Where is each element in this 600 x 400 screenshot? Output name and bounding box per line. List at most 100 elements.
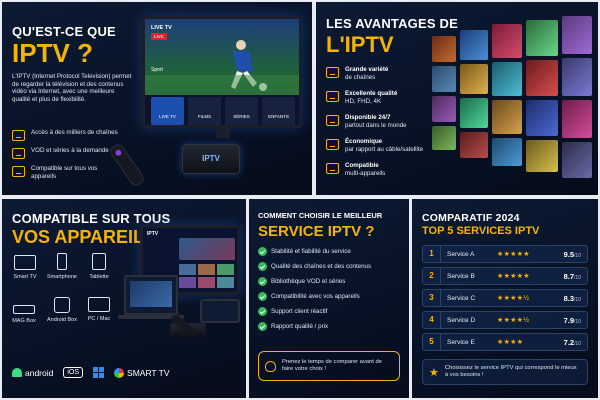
ios-logo: iOS: [63, 367, 84, 378]
checklist: Stabilité et fiabilité du service Qualit…: [258, 247, 371, 331]
panel-how-to-choose: COMMENT CHOISIR LE MEILLEUR SERVICE IPTV…: [249, 199, 409, 398]
ranking-row: 1 Service A ★★★★★ 9.5/10: [422, 245, 588, 263]
multi-device-icon: [326, 163, 339, 174]
panel3-tv-header: IPTV: [147, 231, 159, 237]
menu-films[interactable]: FILMS: [188, 97, 221, 125]
check-icon: [258, 262, 267, 271]
panel-what-is-iptv: QU'EST-CE QUE IPTV ? L'IPTV (Internet Pr…: [2, 2, 312, 195]
check-icon: [258, 307, 267, 316]
sport-label: Sport: [151, 67, 163, 73]
panel5-title-line2: TOP 5 SERVICES IPTV: [422, 225, 540, 237]
poster-wall: [428, 14, 594, 186]
poster-tile: [526, 140, 558, 172]
lightbulb-icon: [265, 360, 276, 372]
panel3-tablet: [200, 299, 240, 323]
panel1-description: L'IPTV (Internet Protocol Television) pe…: [12, 73, 132, 103]
panel-compatible-devices: COMPATIBLE SUR TOUS VOS APPAREILS Smart …: [2, 199, 246, 398]
panel3-laptop: [124, 275, 178, 315]
footer-box: ★ Choisissez le service IPTV qui corresp…: [422, 359, 588, 385]
menu-live-tv[interactable]: LIVE TV: [151, 97, 184, 125]
android-logo: android: [12, 368, 53, 378]
tablet-icon: [92, 253, 106, 270]
device-smart-tv: Smart TV: [10, 255, 40, 280]
play-icon: [12, 148, 25, 159]
windows-logo-icon: [93, 367, 105, 378]
remote-button-icon: [114, 148, 123, 157]
laptop-base: [118, 315, 184, 319]
star-rating-icon: ★★★★½: [497, 295, 530, 302]
check-icon: [258, 247, 267, 256]
iptv-box: IPTV: [182, 144, 240, 174]
check-item: Support client réactif: [258, 307, 371, 316]
panel3-tv-hero: [179, 238, 235, 260]
panel3-title-line2: VOS APPAREILS: [12, 227, 157, 247]
poster-tile: [562, 100, 592, 138]
poster-tile: [460, 64, 488, 94]
tv-menu: LIVE TV FILMS SÉRIES ENFANTS: [151, 97, 295, 125]
panel-top5-comparison: COMPARATIF 2024 TOP 5 SERVICES IPTV 1 Se…: [412, 199, 598, 398]
clock-icon: [326, 115, 339, 126]
panel1-feature-channels: Accès à des milliers de chaînes: [12, 129, 136, 141]
money-icon: [326, 139, 339, 150]
panel2-title-line1: LES AVANTAGES DE: [326, 16, 459, 31]
poster-tile: [460, 98, 488, 128]
device-pc-mac: PC / Mac: [84, 297, 114, 322]
star-rating-icon: ★★★★½: [497, 317, 530, 324]
device-tablet: Tablette: [84, 253, 114, 280]
smart-tv-logo: SMART TV: [114, 367, 170, 378]
check-item: Bibliothèque VOD et séries: [258, 277, 371, 286]
tv-icon: [12, 130, 25, 141]
poster-tile: [562, 142, 592, 178]
football-player-icon: [145, 40, 299, 95]
tv-stand: [216, 128, 230, 138]
tv-screen: LIVE TV LIVE Sport LIVE TV FILMS SÉRIES …: [142, 16, 302, 128]
check-icon: [258, 292, 267, 301]
poster-tile: [492, 100, 522, 134]
smart-tv-color-icon: [114, 367, 125, 378]
panel3-tv-grid: [179, 264, 235, 288]
poster-tile: [432, 66, 456, 92]
ranking-row: 4 Service D ★★★★½ 7.9/10: [422, 311, 588, 329]
ranking-row: 2 Service B ★★★★★ 8.7/10: [422, 267, 588, 285]
poster-tile: [432, 36, 456, 62]
menu-enfants[interactable]: ENFANTS: [262, 97, 295, 125]
panel4-title-line1: COMMENT CHOISIR LE MEILLEUR: [258, 211, 383, 220]
star-icon: ★: [429, 366, 439, 379]
panel5-title-line1: COMPARATIF 2024: [422, 212, 520, 224]
device-mag-box: MAG Box: [8, 297, 40, 324]
check-item: Stabilité et fiabilité du service: [258, 247, 371, 256]
poster-tile: [562, 16, 592, 54]
poster-tile: [492, 24, 522, 58]
panel4-title-line2: SERVICE IPTV ?: [258, 223, 375, 240]
ranking-row: 3 Service C ★★★★½ 8.3/10: [422, 289, 588, 307]
ranking-row: 5 Service E ★★★★ 7.2/10: [422, 333, 588, 351]
check-item: Compatibilité avec vos appareils: [258, 292, 371, 301]
check-icon: [258, 277, 267, 286]
smartphone-icon: [57, 253, 67, 270]
smart-tv-icon: [14, 255, 36, 270]
android-robot-icon: [12, 368, 22, 377]
panel3-title-line1: COMPATIBLE SUR TOUS: [12, 211, 171, 226]
poster-tile: [562, 58, 592, 96]
android-box-icon: [54, 297, 70, 313]
tip-box: Prenez le temps de comparer avant de fai…: [258, 351, 400, 381]
panel1-feature-devices: Compatible sur tous vos appareils: [12, 165, 101, 180]
star-rating-icon: ★★★★★: [497, 251, 530, 258]
panel1-feature-vod: VOD et séries à la demande: [12, 147, 136, 159]
star-rating-icon: ★★★★: [497, 339, 524, 346]
poster-tile: [460, 132, 488, 158]
pc-mac-icon: [88, 297, 110, 312]
tv-hero-image: [145, 19, 299, 95]
poster-tile: [432, 96, 456, 122]
panel2-title-line2: L'IPTV: [326, 32, 394, 57]
check-item: Qualité des chaînes et des contenus: [258, 262, 371, 271]
hd-icon: [326, 91, 339, 102]
check-icon: [258, 322, 267, 331]
menu-series[interactable]: SÉRIES: [225, 97, 258, 125]
